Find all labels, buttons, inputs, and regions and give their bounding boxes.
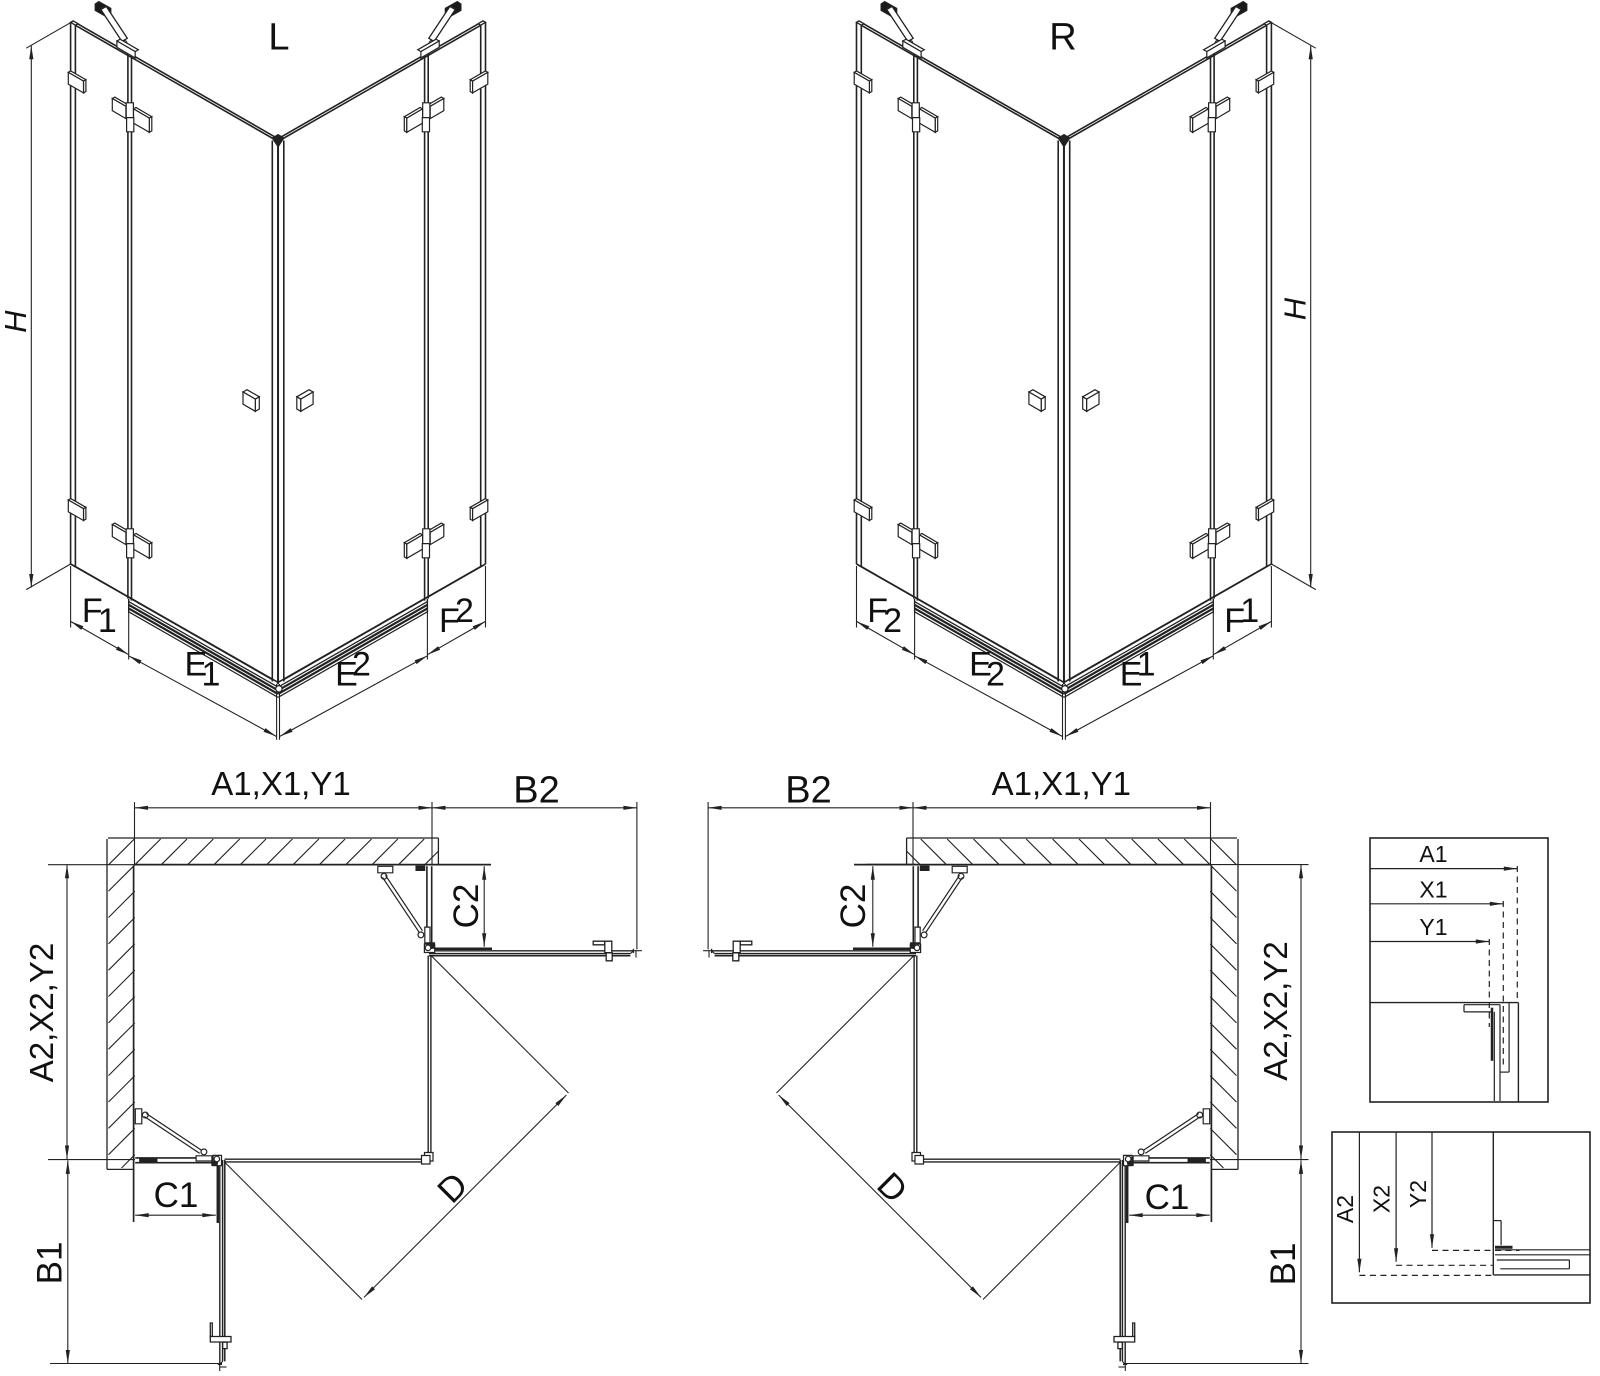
svg-text:E: E [969, 646, 992, 684]
svg-text:B2: B2 [513, 770, 559, 812]
svg-text:2: 2 [883, 602, 902, 640]
svg-text:B1: B1 [31, 1242, 70, 1285]
svg-text:A1: A1 [1419, 841, 1447, 867]
svg-text:F: F [867, 592, 888, 630]
svg-text:C1: C1 [1145, 1178, 1190, 1217]
svg-text:B2: B2 [785, 770, 831, 812]
svg-text:E: E [185, 646, 208, 684]
svg-text:1: 1 [98, 602, 117, 640]
svg-text:A1,X1,Y1: A1,X1,Y1 [992, 765, 1131, 802]
svg-text:A2,X2,Y2: A2,X2,Y2 [23, 943, 60, 1082]
svg-text:E: E [335, 656, 358, 694]
svg-text:2: 2 [352, 646, 371, 684]
svg-text:B1: B1 [1264, 1243, 1303, 1286]
svg-text:C2: C2 [447, 884, 486, 929]
svg-text:R: R [1049, 17, 1076, 59]
svg-text:1: 1 [1240, 592, 1259, 630]
svg-text:H: H [1278, 297, 1313, 320]
svg-text:X1: X1 [1419, 877, 1447, 903]
svg-text:F: F [82, 592, 103, 630]
svg-text:Y1: Y1 [1419, 914, 1447, 940]
svg-text:Y2: Y2 [1405, 1180, 1431, 1208]
svg-text:C1: C1 [154, 1176, 199, 1215]
svg-text:H: H [0, 310, 33, 333]
svg-text:L: L [268, 17, 289, 59]
svg-text:E: E [1120, 656, 1143, 694]
svg-text:1: 1 [1137, 646, 1156, 684]
svg-text:A1,X1,Y1: A1,X1,Y1 [211, 765, 350, 802]
svg-text:F: F [439, 602, 460, 640]
svg-text:F: F [1224, 602, 1245, 640]
svg-text:X2: X2 [1369, 1185, 1395, 1213]
svg-text:A2: A2 [1332, 1195, 1358, 1223]
svg-text:C2: C2 [834, 884, 873, 929]
svg-text:2: 2 [455, 592, 474, 630]
svg-text:A2,X2,Y2: A2,X2,Y2 [1257, 941, 1294, 1080]
svg-text:2: 2 [986, 656, 1005, 694]
svg-text:1: 1 [201, 656, 220, 694]
